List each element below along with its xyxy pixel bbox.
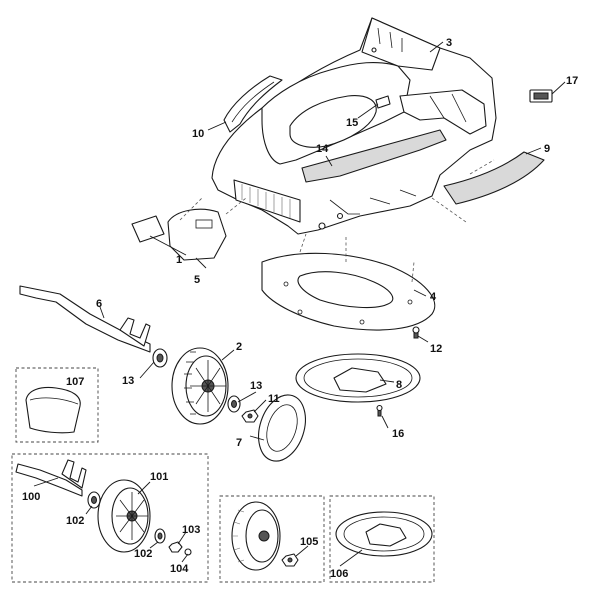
callout-17: 17 (566, 75, 578, 87)
part-104-bolt (184, 548, 192, 556)
part-4-bottom-plate (261, 252, 436, 331)
part-13-washer-left (152, 348, 168, 368)
callout-6: 6 (96, 298, 102, 310)
callout-2: 2 (236, 341, 242, 353)
part-1-label (131, 215, 165, 243)
callout-14: 14 (316, 143, 329, 155)
part-2-wheel (171, 347, 229, 425)
part-10-flap (223, 75, 283, 133)
kit-box-106 (329, 495, 435, 583)
part-102-washer-left (87, 491, 101, 509)
kit-box-107 (15, 367, 99, 443)
callout-10: 10 (192, 128, 204, 140)
callout-1: 1 (176, 254, 182, 266)
callout-13-right: 13 (250, 380, 262, 392)
callout-7: 7 (236, 437, 242, 449)
part-106-blade-disc (335, 511, 433, 557)
part-16-screw (376, 404, 383, 417)
callout-13-left: 13 (122, 375, 134, 387)
part-17-label (529, 89, 553, 103)
leader-lines (33, 41, 566, 567)
part-13-washer-right (227, 395, 241, 413)
callout-102-right: 102 (134, 548, 152, 560)
callout-9: 9 (544, 143, 550, 155)
part-100-axle (15, 459, 87, 497)
callout-105: 105 (300, 536, 318, 548)
part-103-nut (168, 541, 183, 553)
callout-102-left: 102 (66, 515, 84, 527)
callout-15: 15 (346, 117, 358, 129)
part-6-axle (19, 285, 151, 353)
callout-5: 5 (194, 274, 200, 286)
kit-box-105 (219, 495, 325, 583)
callout-103: 103 (182, 524, 200, 536)
callout-100: 100 (22, 491, 40, 503)
part-9-rear-bumper (443, 151, 545, 205)
callout-16: 16 (392, 428, 404, 440)
part-8-blade-disc (295, 353, 421, 403)
callout-4: 4 (430, 291, 437, 303)
part-14-strip (301, 129, 447, 183)
part-101-wheel (97, 479, 151, 553)
callout-107: 107 (66, 376, 84, 388)
part-11-nut (241, 409, 259, 423)
callout-106: 106 (330, 568, 348, 580)
callout-3: 3 (446, 37, 452, 49)
part-12-screw (412, 326, 420, 339)
callout-104: 104 (170, 563, 189, 575)
kit-box-100 (11, 453, 209, 583)
part-105-nut (281, 553, 299, 567)
callout-8: 8 (396, 379, 402, 391)
part-5-cover (167, 208, 227, 261)
part-102-washer-right (154, 528, 166, 544)
part-107-cover (25, 386, 81, 434)
part-15-latch (375, 95, 391, 109)
callout-numbers: 3 17 9 10 14 15 1 5 4 12 8 16 6 2 13 13 … (22, 37, 578, 580)
callout-12: 12 (430, 343, 442, 355)
part-7-hub-cap (258, 394, 306, 462)
mower-deck-housing (211, 17, 497, 235)
kit-105-wheel (231, 501, 281, 571)
callout-11: 11 (268, 393, 280, 405)
callout-101: 101 (150, 471, 168, 483)
